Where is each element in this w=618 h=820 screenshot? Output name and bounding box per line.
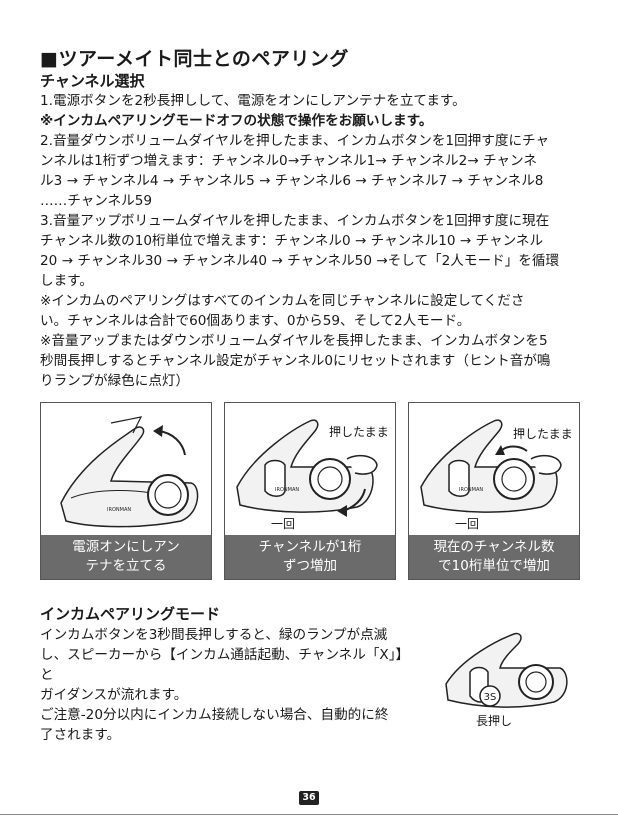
device-illustration: IRONMAN <box>60 416 199 528</box>
text-line: し、スピーカーから【インカム通話起動、チャンネル「X」】と <box>40 647 410 683</box>
hold-label: 押したまま <box>329 425 389 439</box>
device-illustration: IRONMAN <box>420 419 562 513</box>
channel-select-heading: チャンネル選択 <box>40 72 145 90</box>
once-label: 一回 <box>455 517 480 531</box>
device-illustration: IRONMAN <box>236 419 378 517</box>
text-line: します。 <box>40 273 94 289</box>
hand-icon <box>346 454 378 475</box>
text-line: 了されます。 <box>40 727 121 743</box>
panel-caption: 電源オンにしアン テナを立てる <box>41 535 211 579</box>
caption-line: ずつ増加 <box>283 558 337 574</box>
timer-label: 3S <box>484 692 497 703</box>
page-number: 36 <box>299 791 319 805</box>
text-line: ※音量アップまたはダウンボリュームダイヤルを長押したまま、インカムボタンを5 <box>40 333 548 349</box>
text-line: ガイダンスが流れます。 <box>40 687 188 703</box>
text-line: インカムボタンを3秒間長押しすると、緑のランプが点滅 <box>40 627 388 643</box>
text-line: 20 → チャンネル30 → チャンネル40 → チャンネル50 →そして「2人… <box>40 253 560 269</box>
text-line: 2.音量ダウンボリュームダイヤルを押したまま、インカムボタンを1回押す度にチャ <box>40 133 550 149</box>
caption-line: 現在のチャンネル数 <box>433 539 555 555</box>
text-line: 秒間長押しするとチャンネル設定がチャンネル0にリセットされます（ヒント音が鳴 <box>40 353 551 369</box>
text-line: ご注意-20分以内にインカム接続しない場合、自動的に終 <box>40 707 389 723</box>
panel-caption: チャンネルが1桁 ずつ増加 <box>225 535 395 579</box>
panel-caption: 現在のチャンネル数 で10桁単位で増加 <box>409 535 579 579</box>
text-line: りランプが緑色に点灯） <box>40 373 190 389</box>
page-title: ■ツアーメイト同士とのペアリング <box>40 48 349 70</box>
illustration-panel-power: IRONMAN 電源オンにしアン テナを立てる <box>40 402 212 580</box>
text-line: ル3 → チャンネル4 → チャンネル5 → チャンネル6 → チャンネル7 →… <box>40 173 544 189</box>
text-line: 3.音量アップボリュームダイヤルを押したまま、インカムボタンを1回押す度に現在 <box>40 213 550 229</box>
caption-line: チャンネルが1桁 <box>258 539 362 555</box>
caption-line: で10桁単位で増加 <box>438 558 550 574</box>
intercom-pairing-paragraph: インカムボタンを3秒間長押しすると、緑のランプが点滅 し、スピーカーから【インカ… <box>40 625 420 745</box>
text-line: ※インカムのペアリングはすべてのインカムを同じチャンネルに設定してくださ <box>40 293 525 309</box>
brand-mark: IRONMAN <box>459 487 483 493</box>
text-line: ……チャンネル59 <box>40 193 153 209</box>
brand-mark: IRONMAN <box>275 487 299 493</box>
hand-icon <box>530 454 562 475</box>
once-label: 一回 <box>271 517 296 531</box>
text-line: い。チャンネルは合計で60個あります、0から59、そして2人モード。 <box>40 313 471 329</box>
instructions-paragraph: 1.電源ボタンを2秒長押しして、電源をオンにしアンテナを立てます。 ※インカムペ… <box>40 91 580 391</box>
timer-icon <box>479 685 501 707</box>
illustration-panel-ten-step: IRONMAN 押したまま 一回 現在のチャンネル数 で10桁単位で増加 <box>408 402 580 580</box>
text-line: 1.電源ボタンを2秒長押しして、電源をオンにしアンテナを立てます。 <box>40 93 466 109</box>
text-line-note: ※インカムペアリングモードオフの状態で操作をお願いします。 <box>40 113 433 129</box>
text-line: ンネルは1桁ずつ増えます：チャンネル0→チャンネル1→ チャンネル2→ チャンネ <box>40 153 537 169</box>
intercom-pairing-heading: インカムペアリングモード <box>40 605 221 623</box>
illustration-panel-single-step: IRONMAN 押したまま 一回 チャンネルが1桁 ずつ増加 <box>224 402 396 580</box>
bottom-divider <box>0 814 618 815</box>
caption-line: テナを立てる <box>85 558 167 574</box>
caption-line: 電源オンにしアン <box>72 539 180 555</box>
hold-label: 押したまま <box>513 427 573 441</box>
brand-mark: IRONMAN <box>107 507 131 513</box>
text-line: チャンネル数の10桁単位で増えます：チャンネル0 → チャンネル10 → チャン… <box>40 233 544 249</box>
hand-icon <box>264 459 286 497</box>
long-press-illustration: 3S <box>445 632 568 708</box>
long-press-label: 長押し <box>476 714 513 728</box>
hand-icon <box>448 459 470 497</box>
